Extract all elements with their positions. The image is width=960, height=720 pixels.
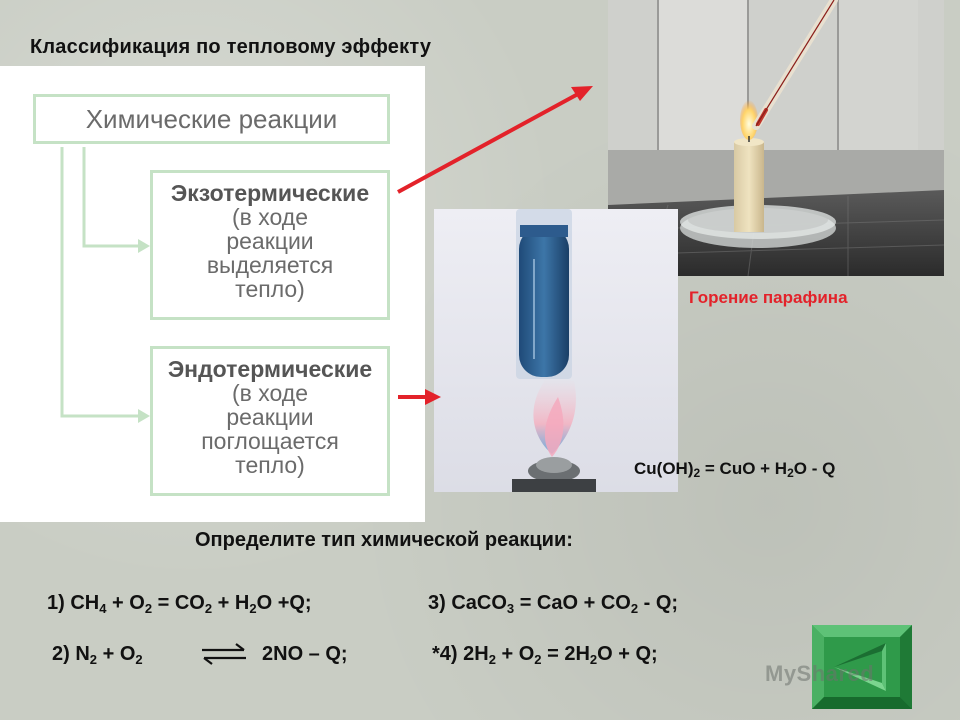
test-tube-photo <box>434 209 678 492</box>
watermark-text: MyShared <box>765 661 875 686</box>
exothermic-box: Экзотермические (в ходе реакции выделяет… <box>150 170 390 320</box>
endothermic-line3: поглощается <box>201 428 339 454</box>
arrow-to-tube-icon <box>425 389 441 405</box>
reaction-2-products: 2NO – Q; <box>262 643 348 665</box>
back-nav-button[interactable] <box>812 625 912 709</box>
endothermic-box: Эндотермические (в ходе реакции поглощае… <box>150 346 390 496</box>
exothermic-line2: реакции <box>226 228 314 254</box>
exothermic-line1: (в ходе <box>231 204 308 230</box>
candle-caption: Горение парафина <box>689 288 848 307</box>
classification-scheme: Химические реакции Экзотермические (в хо… <box>0 66 425 522</box>
reversible-arrows-icon <box>202 643 246 665</box>
exothermic-line4: тепло) <box>235 276 305 302</box>
back-triangle-icon <box>834 643 886 691</box>
reaction-2-reactants: 2) N2 + O2 <box>52 643 143 667</box>
exothermic-line3: выделяется <box>206 252 334 278</box>
endothermic-line4: тепло) <box>235 452 305 478</box>
question-heading: Определите тип химической реакции: <box>195 529 573 551</box>
reaction-4: *4) 2H2 + O2 = 2H2O + Q; <box>432 643 658 667</box>
endothermic-line2: реакции <box>226 404 314 430</box>
root-box-chemical-reactions: Химические реакции <box>33 94 390 144</box>
endothermic-label: Эндотермические <box>167 356 373 382</box>
copper-hydroxide-equation: Cu(OH)2 = CuO + H2O - Q <box>634 459 836 480</box>
exothermic-label: Экзотермические <box>170 180 370 206</box>
reaction-3: 3) CaCO3 = CaO + CO2 - Q; <box>428 592 679 616</box>
endothermic-line1: (в ходе <box>231 380 308 406</box>
scheme-connectors <box>60 147 150 423</box>
slide-title: Классификация по тепловому эффекту <box>30 36 432 58</box>
reaction-1: 1) CH4 + O2 = CO2 + H2O +Q; <box>47 592 312 616</box>
arrow-to-candle-icon <box>571 86 593 101</box>
